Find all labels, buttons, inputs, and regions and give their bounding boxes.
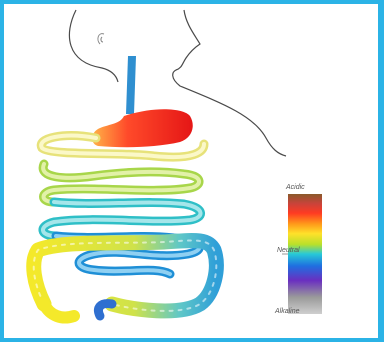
alkaline-label: Alkaline	[275, 308, 300, 315]
ph-color-scale	[288, 194, 322, 314]
stomach	[92, 109, 193, 147]
small-intestine	[41, 136, 204, 274]
ear-outline	[98, 34, 104, 44]
acidic-label: Acidic	[286, 184, 305, 191]
diagram-frame: Acidic Neutral Alkaline	[4, 4, 378, 338]
neutral-label: Neutral	[277, 247, 300, 254]
digestive-ph-diagram	[4, 4, 378, 338]
esophagus	[126, 56, 136, 114]
